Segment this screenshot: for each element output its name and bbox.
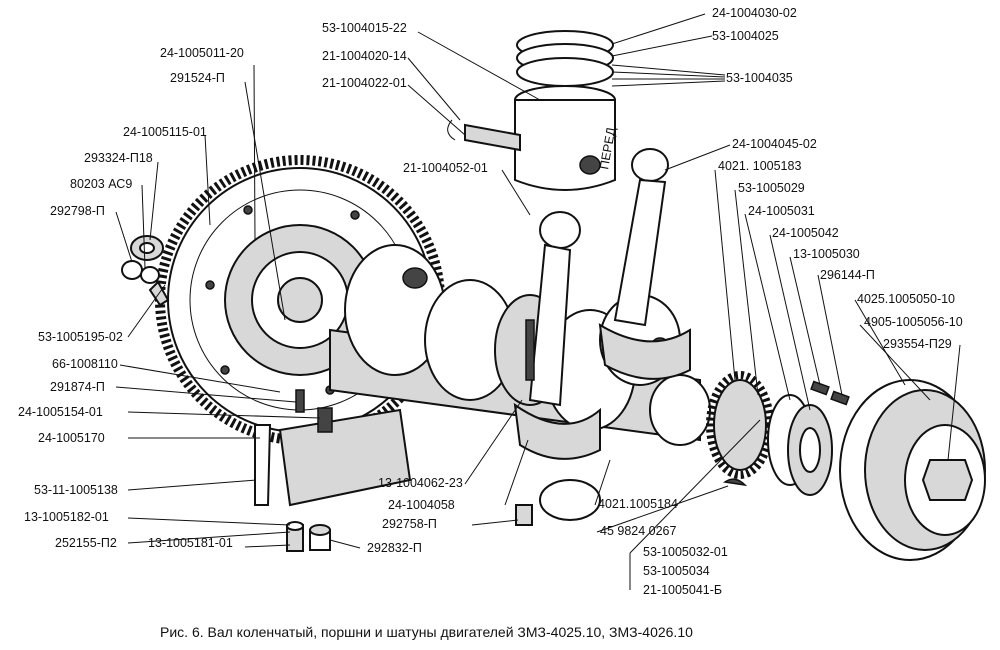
label-piston: 53-1004015-22 xyxy=(322,21,407,35)
label-piston-sub: 21-1004052-01 xyxy=(403,161,488,175)
label-bolt: 252155-П2 xyxy=(55,536,117,550)
label-pin-circlip: 21-1004022-01 xyxy=(322,76,407,90)
label-flywheel-bolt: 291524-П xyxy=(170,71,225,85)
label-seal-ring: 53-1005034 xyxy=(643,564,710,578)
label-ratchet-bolt: 293554-П29 xyxy=(883,337,952,351)
label-washer-2: 13-1005182-01 xyxy=(24,510,109,524)
label-compression-ring-top: 24-1004030-02 xyxy=(712,6,797,20)
label-sleeve: 13-1005030 xyxy=(793,247,860,261)
label-crank-front: 4021.1005184 xyxy=(598,497,678,511)
label-crank-gear: 4021. 1005183 xyxy=(718,159,801,173)
pilot-bearing xyxy=(121,235,170,307)
main-bearing-cap xyxy=(254,389,412,507)
label-flywheel: 24-1005011-20 xyxy=(160,46,244,60)
label-rod-cap: 24-1004058 xyxy=(388,498,455,512)
label-thrust-washer: 24-1005154-01 xyxy=(18,405,103,419)
leader-lines xyxy=(115,13,961,590)
label-woodruff-key: 45 9824 0267 xyxy=(600,524,677,538)
bolt-and-nuts xyxy=(286,521,331,552)
label-lock-plate: 53-1005195-02 xyxy=(38,330,123,344)
label-piston-pin: 21-1004020-14 xyxy=(322,49,407,63)
label-washer: 292798-П xyxy=(50,204,105,218)
label-rod-bolt: 13-1004062-23 xyxy=(378,476,463,490)
label-connecting-rod: 24-1004045-02 xyxy=(732,137,817,151)
label-oil-thrower: 53-1005029 xyxy=(738,181,805,195)
label-bearing-ring: 293324-П18 xyxy=(84,151,153,165)
label-key: 296144-П xyxy=(820,268,875,282)
label-stud: 291874-П xyxy=(50,380,105,394)
label-nut: 292832-П xyxy=(367,541,422,555)
label-seal-ring-2: 21-1005041-Б xyxy=(643,583,722,597)
label-rod-nut: 292758-П xyxy=(382,517,437,531)
part-number-labels: 24-1005011-20 291524-П 24-1005115-01 293… xyxy=(18,6,963,597)
label-spacer: 13-1005181-01 xyxy=(148,536,233,550)
timing-gear xyxy=(706,371,774,479)
label-main-bearing: 24-1005170 xyxy=(38,431,105,445)
connecting-rod-2 xyxy=(539,148,691,521)
label-pilot-bearing: 80203 АС9 xyxy=(70,177,132,191)
label-damper: 4905-1005056-10 xyxy=(864,315,963,329)
label-seal-housing: 53-1005032-01 xyxy=(643,545,728,559)
label-ring-gear: 24-1005115-01 xyxy=(123,125,207,139)
label-oil-ring: 53-1004035 xyxy=(726,71,793,85)
label-pin: 66-1008110 xyxy=(52,357,118,371)
oil-thrower-and-seals xyxy=(723,380,850,496)
label-pulley: 4025.1005050-10 xyxy=(857,292,955,306)
figure-caption: Рис. 6. Вал коленчатый, поршни и шатуны … xyxy=(160,624,693,640)
piston-with-rings: ПЕРЕД xyxy=(447,30,618,191)
label-compression-ring: 53-1004025 xyxy=(712,29,779,43)
crankshaft-pulley xyxy=(839,379,986,561)
label-front-seal: 24-1005031 xyxy=(748,204,815,218)
label-rear-seal: 53-11-1005138 xyxy=(34,483,118,497)
connecting-rod-1 xyxy=(513,211,601,526)
label-spacer-ring: 24-1005042 xyxy=(772,226,839,240)
